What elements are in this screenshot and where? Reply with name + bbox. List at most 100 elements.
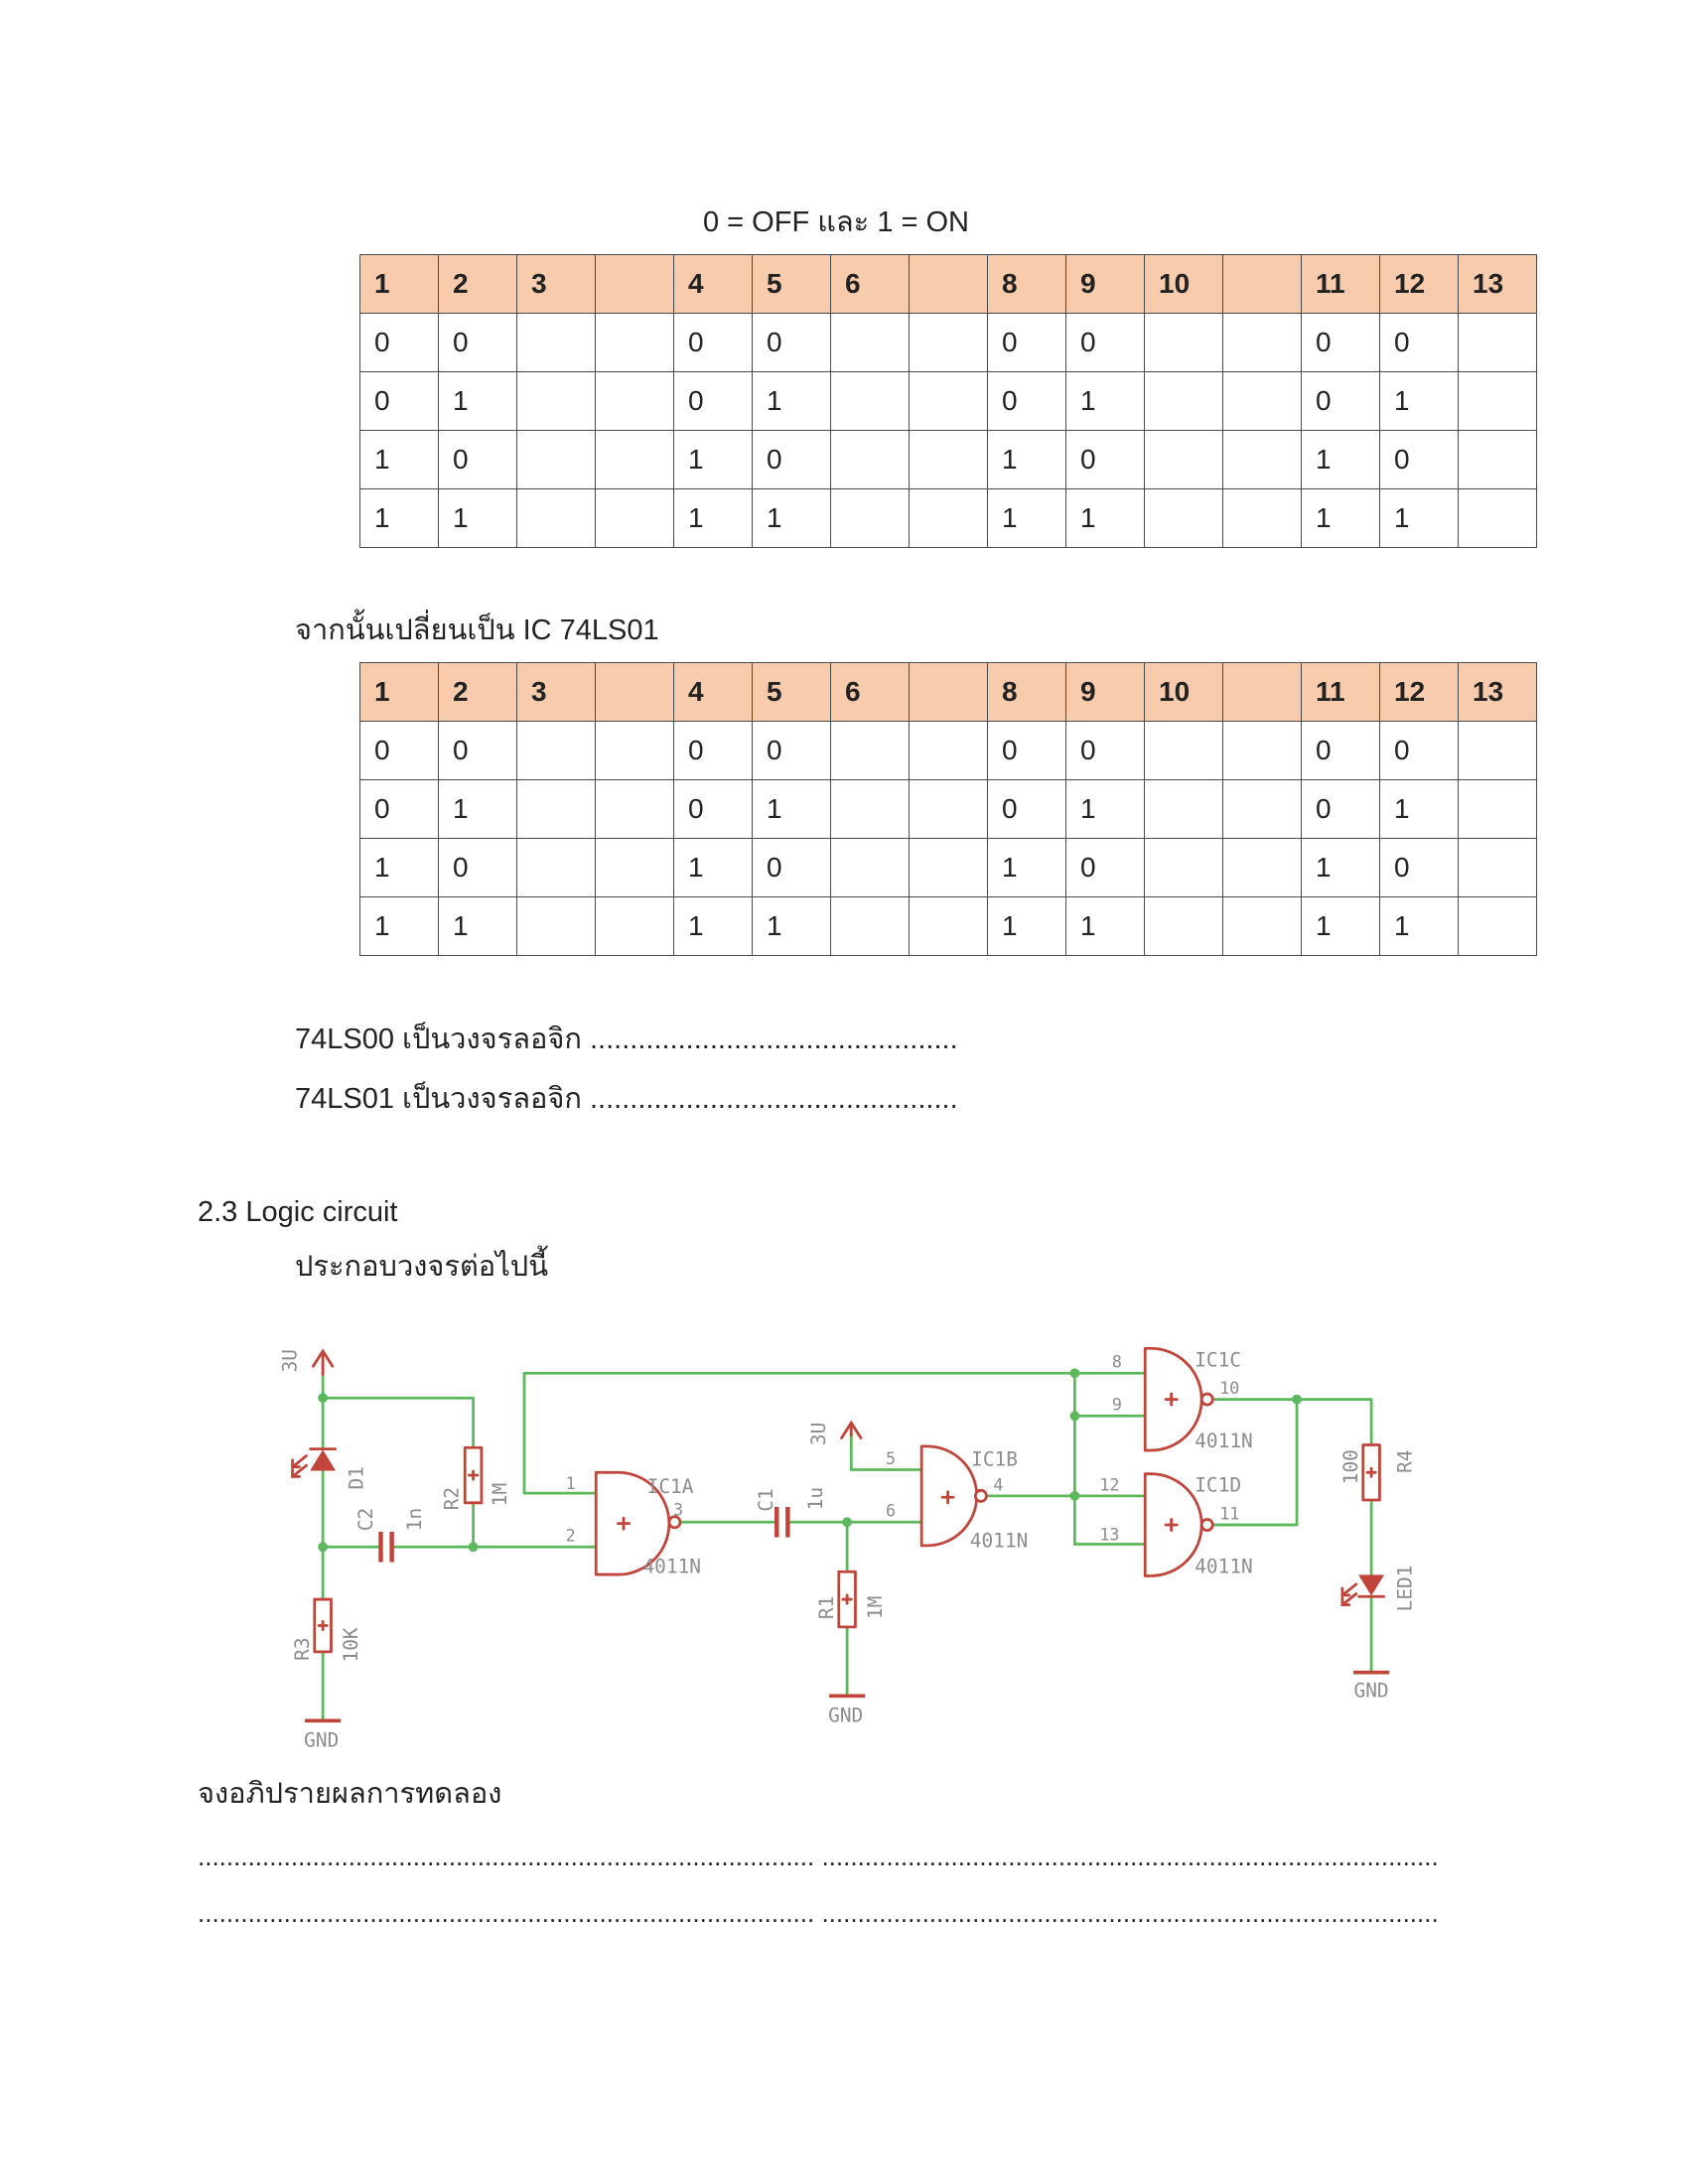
table-cell[interactable]: 1 [673,896,753,956]
table-cell[interactable] [1144,838,1223,897]
table-cell[interactable]: 0 [1065,838,1145,897]
table-cell[interactable] [595,313,674,372]
table-cell[interactable]: 1 [673,838,753,897]
table-cell[interactable] [595,371,674,431]
table-cell[interactable] [1144,430,1223,489]
table-cell[interactable] [595,430,674,489]
table-cell[interactable] [516,721,596,780]
table-cell[interactable]: 0 [1301,779,1380,839]
table-cell[interactable] [1458,721,1537,780]
table-cell[interactable]: 0 [673,313,753,372]
table-cell[interactable]: 1 [1379,488,1459,548]
table-cell[interactable] [1222,896,1302,956]
table-cell[interactable]: 0 [987,779,1066,839]
table-cell[interactable]: 0 [1379,721,1459,780]
table-cell[interactable]: 0 [987,721,1066,780]
table-cell[interactable] [830,430,910,489]
table-cell[interactable] [1222,779,1302,839]
table-cell[interactable] [830,838,910,897]
table-cell[interactable]: 0 [673,721,753,780]
table-cell[interactable]: 1 [1065,779,1145,839]
table-cell[interactable]: 0 [987,371,1066,431]
table-cell[interactable] [909,896,988,956]
table-cell[interactable]: 1 [1301,896,1380,956]
table-cell[interactable] [830,721,910,780]
table-cell[interactable] [1222,313,1302,372]
table-cell[interactable]: 0 [1065,721,1145,780]
table-cell[interactable] [830,896,910,956]
table-cell[interactable] [516,896,596,956]
answer-line[interactable]: ........................................… [198,1842,1439,1871]
table-cell[interactable] [1144,779,1223,839]
table-cell[interactable]: 1 [1379,779,1459,839]
table-cell[interactable] [1144,896,1223,956]
table-cell[interactable] [516,371,596,431]
table-cell[interactable] [1458,371,1537,431]
table-cell[interactable] [1144,488,1223,548]
table-cell[interactable] [516,488,596,548]
table-cell[interactable]: 1 [1379,896,1459,956]
table-cell[interactable]: 1 [1065,488,1145,548]
table-cell[interactable] [1222,430,1302,489]
table-cell[interactable]: 1 [673,430,753,489]
table-cell[interactable]: 0 [1065,313,1145,372]
table-cell[interactable]: 1 [359,838,439,897]
table-cell[interactable] [909,430,988,489]
table-cell[interactable] [1144,721,1223,780]
table-cell[interactable] [830,779,910,839]
table-cell[interactable] [516,779,596,839]
table-cell[interactable]: 0 [1379,430,1459,489]
table-cell[interactable]: 1 [752,488,831,548]
table-cell[interactable]: 0 [752,313,831,372]
table-cell[interactable]: 1 [359,430,439,489]
table-cell[interactable] [595,896,674,956]
table-cell[interactable] [595,721,674,780]
table-cell[interactable] [909,488,988,548]
table-cell[interactable]: 1 [1065,896,1145,956]
table-cell[interactable]: 0 [359,721,439,780]
table-cell[interactable]: 0 [987,313,1066,372]
table-cell[interactable]: 1 [752,779,831,839]
table-cell[interactable]: 0 [1065,430,1145,489]
table-cell[interactable] [1222,371,1302,431]
table-cell[interactable]: 0 [1301,371,1380,431]
table-cell[interactable] [516,313,596,372]
table-cell[interactable]: 0 [1301,313,1380,372]
table-cell[interactable] [1458,430,1537,489]
table-cell[interactable]: 0 [438,430,517,489]
table-cell[interactable]: 1 [1301,430,1380,489]
table-cell[interactable]: 1 [987,430,1066,489]
table-cell[interactable]: 1 [987,838,1066,897]
table-cell[interactable]: 0 [752,430,831,489]
table-cell[interactable] [516,430,596,489]
table-cell[interactable] [909,313,988,372]
table-cell[interactable]: 1 [359,896,439,956]
table-cell[interactable] [1222,721,1302,780]
table-cell[interactable] [830,313,910,372]
table-cell[interactable]: 0 [673,371,753,431]
table-cell[interactable] [1458,313,1537,372]
table-cell[interactable]: 1 [438,488,517,548]
table-cell[interactable]: 1 [987,488,1066,548]
table-cell[interactable]: 0 [359,779,439,839]
table-cell[interactable] [595,488,674,548]
table-cell[interactable]: 0 [438,838,517,897]
table-cell[interactable]: 0 [359,313,439,372]
table-cell[interactable] [909,838,988,897]
table-cell[interactable]: 0 [438,313,517,372]
table-cell[interactable]: 0 [752,838,831,897]
table-cell[interactable]: 1 [1379,371,1459,431]
table-cell[interactable]: 0 [752,721,831,780]
table-cell[interactable]: 1 [359,488,439,548]
table-cell[interactable] [1144,313,1223,372]
table-cell[interactable]: 0 [1379,313,1459,372]
table-cell[interactable] [1144,371,1223,431]
table-cell[interactable]: 1 [1301,838,1380,897]
table-cell[interactable] [516,838,596,897]
table-cell[interactable]: 0 [438,721,517,780]
table-cell[interactable]: 0 [1379,838,1459,897]
table-cell[interactable]: 0 [1301,721,1380,780]
table-cell[interactable]: 1 [438,896,517,956]
table-cell[interactable]: 1 [752,896,831,956]
table-cell[interactable] [1458,896,1537,956]
